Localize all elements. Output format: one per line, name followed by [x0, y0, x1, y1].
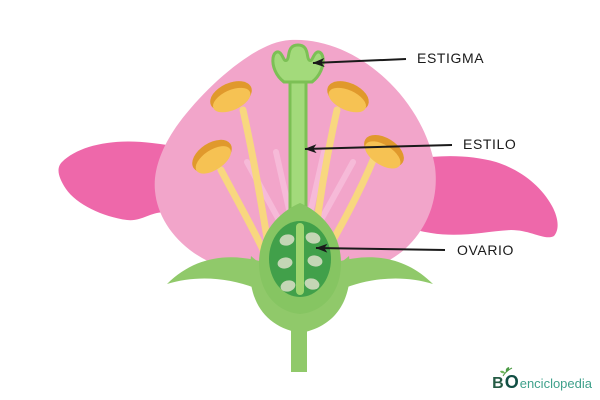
logo-letter-b: B: [492, 375, 504, 392]
ovule: [304, 278, 320, 290]
logo-letter-o: O: [504, 372, 519, 392]
ovary-septum: [296, 223, 304, 295]
arrow-ovario: [315, 243, 446, 253]
ovule: [280, 280, 296, 292]
arrow-estigma: [312, 58, 407, 68]
stamen-anther: [364, 134, 404, 169]
ovule: [277, 257, 293, 269]
logo-bo: B O: [492, 367, 519, 392]
ovule: [279, 234, 295, 246]
ovule: [305, 232, 321, 244]
ovules: [277, 232, 323, 292]
label-estigma: ESTIGMA: [417, 50, 485, 66]
stamen-anther: [192, 139, 232, 174]
stamen-anther: [327, 81, 369, 113]
stamen-anther: [210, 81, 252, 113]
arrow-estilo: [304, 144, 453, 154]
sepal-right: [337, 257, 433, 290]
bioenciclopedia-logo: B O enciclopedia: [492, 367, 592, 392]
label-estilo: ESTILO: [463, 136, 517, 152]
sepal-left: [167, 257, 263, 290]
stem: [291, 330, 307, 372]
stamen-filament: [239, 106, 271, 242]
logo-text: enciclopedia: [519, 376, 592, 391]
leaf-icon: [500, 367, 513, 377]
stigma-crown: [271, 43, 325, 84]
label-ovario: OVARIO: [457, 242, 515, 258]
ovule: [307, 255, 323, 267]
